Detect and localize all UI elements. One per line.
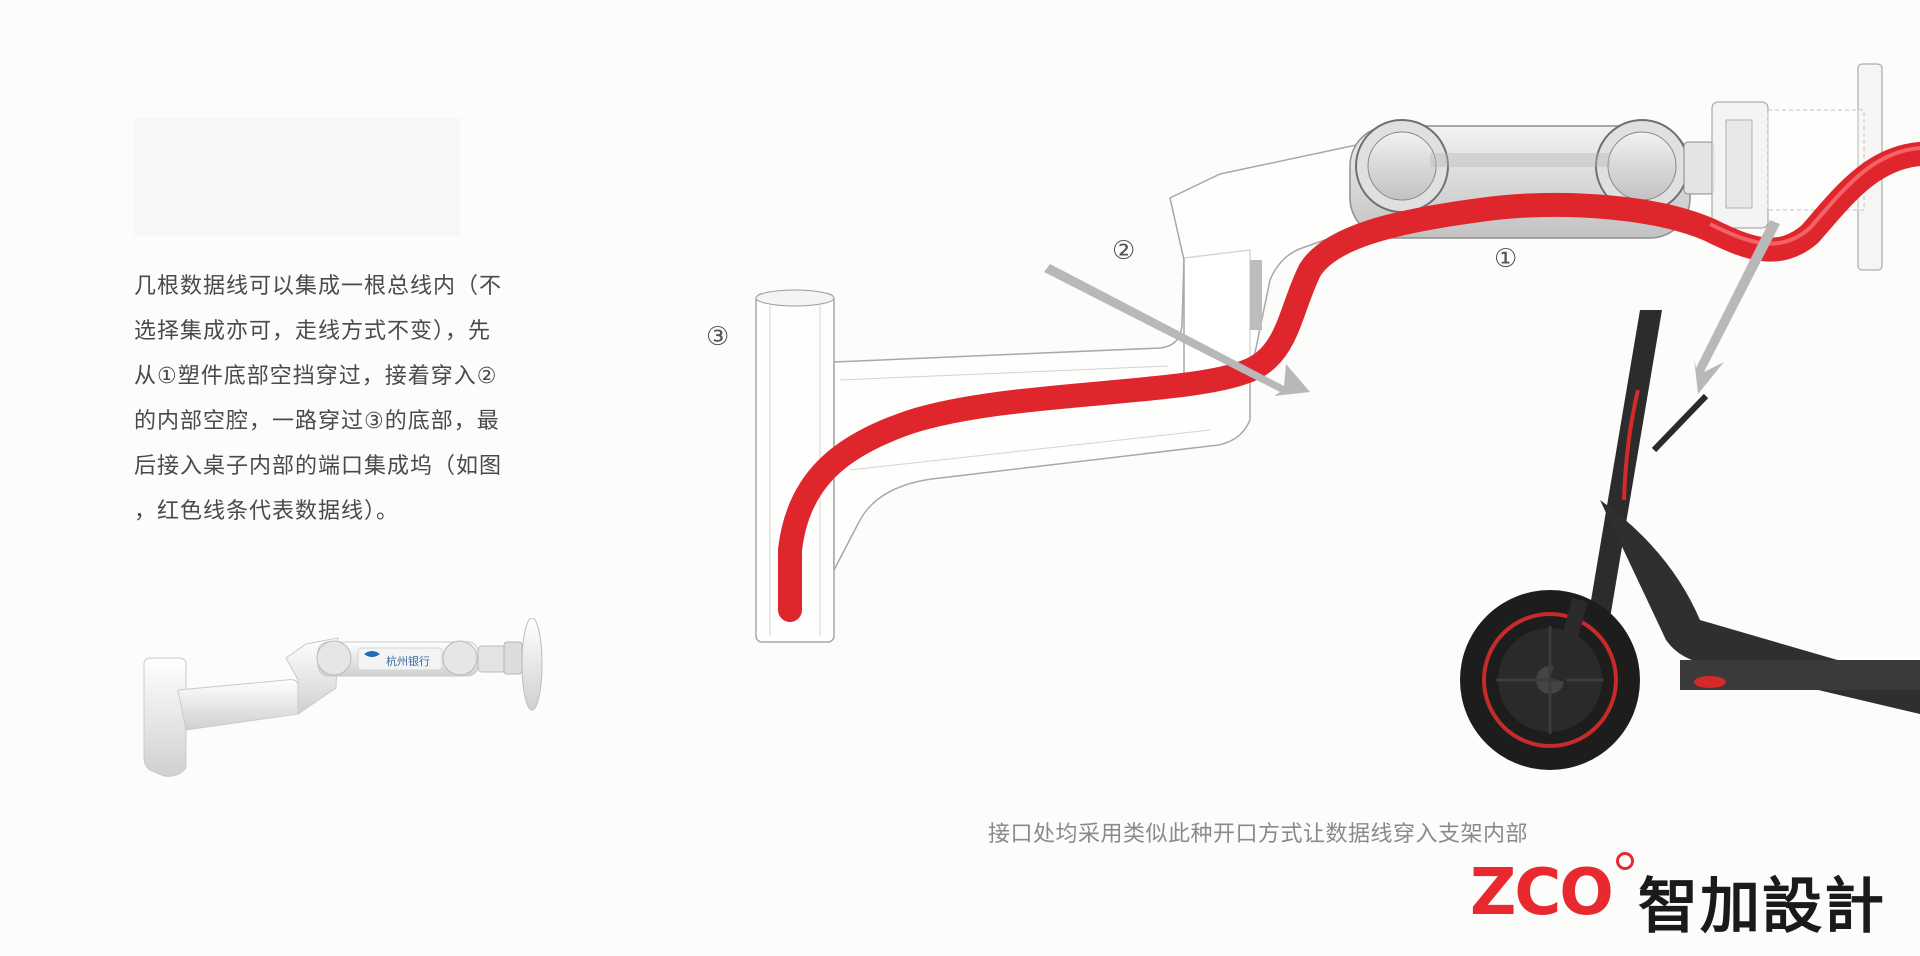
- label-part-2: ②: [1112, 236, 1136, 266]
- label-part-1: ①: [1494, 244, 1518, 274]
- description-line: 选择集成亦可，走线方式不变），先: [134, 319, 492, 344]
- logo-chinese-text: 智加設計: [1638, 872, 1886, 942]
- cable-routing-diagram: [755, 63, 1920, 680]
- description-line: 从①塑件底部空挡穿过，接着穿入②: [134, 364, 498, 389]
- description-line: ，红色线条代表数据线）。: [134, 499, 400, 524]
- pointer-arrows: [1044, 220, 1780, 396]
- logo-latin-text: ZCO: [1470, 856, 1614, 930]
- caption-text: 接口处均采用类似此种开口方式让数据线穿入支架内部: [988, 822, 1529, 847]
- upper-arm-part-1: [1349, 119, 1691, 239]
- description-line: 几根数据线可以集成一根总线内（不: [134, 274, 503, 299]
- description-line: 的内部空腔，一路穿过③的底部，最: [134, 409, 500, 434]
- label-part-3: ③: [706, 322, 730, 352]
- description-text: 几根数据线可以集成一根总线内（不 选择集成亦可，走线方式不变），先 从①塑件底部…: [134, 264, 538, 534]
- scooter-reference-image: [1460, 310, 1920, 770]
- monitor-arm-photo: 杭州银行: [143, 618, 543, 777]
- faded-placeholder-box: [134, 118, 460, 236]
- logo-degree-mark: [1616, 852, 1634, 870]
- zco-logo: ZCO 智加設計: [1470, 852, 1890, 942]
- description-line: 后接入桌子内部的端口集成坞（如图: [134, 454, 503, 479]
- photo-brand-text: 杭州银行: [386, 654, 430, 668]
- data-cable: [778, 142, 1920, 622]
